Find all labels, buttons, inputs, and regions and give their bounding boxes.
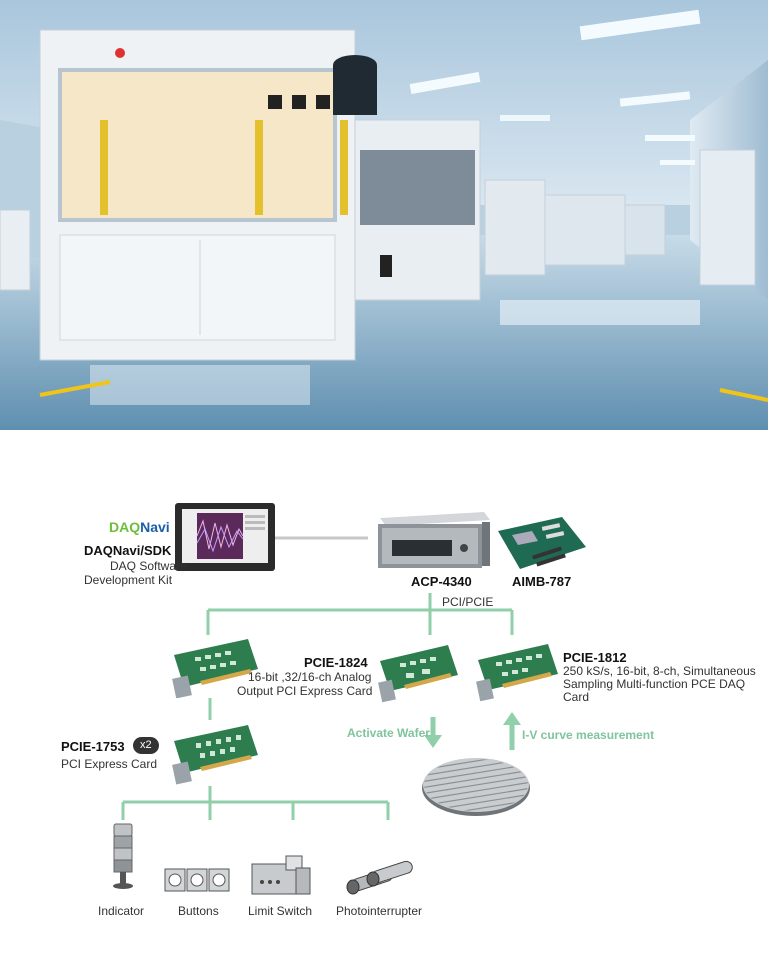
pcie-1824-line2: Output PCI Express Card — [237, 684, 373, 698]
daqnavi-line1: DAQ Software — [110, 559, 187, 573]
acp-4340-label: ACP-4340 — [411, 574, 472, 589]
card-pcie-1824 — [376, 641, 460, 708]
pcie-1753-qty-badge: x2 — [133, 737, 159, 754]
pcie-1812-line2: Sampling Multi-function PCE DAQ — [563, 677, 746, 691]
acp-4340-chassis — [372, 510, 492, 577]
pcie-1824-line1: 16-bit ,32/16-ch Analog — [248, 670, 372, 684]
buttons-icon — [163, 863, 231, 900]
buttons-label: Buttons — [178, 904, 219, 918]
iv-curve-label: I-V curve measurement — [522, 728, 655, 742]
pcie-1812-line1: 250 kS/s, 16-bit, 8-ch, Simultaneous — [563, 664, 756, 678]
cleanroom-illustration — [0, 0, 768, 430]
daqnavi-monitor — [175, 503, 275, 576]
limit-switch-label: Limit Switch — [248, 904, 313, 918]
activate-wafer-label: Activate Wafer — [347, 726, 430, 740]
daqnavi-logo: DAQNavi — [109, 519, 170, 535]
limit-switch-icon — [250, 852, 312, 901]
bus-label: PCI/PCIE — [442, 595, 494, 609]
aimb-787-label: AIMB-787 — [512, 574, 572, 589]
aimb-787-board — [492, 513, 588, 578]
pcie-1824-title: PCIE-1824 — [304, 655, 368, 670]
indicator-label: Indicator — [98, 904, 145, 918]
photointerrupter-label: Photointerrupter — [336, 904, 423, 918]
card-pcie-1812 — [474, 638, 560, 707]
card-pcie-1753 — [170, 719, 260, 790]
pcie-1812-line3: Card — [563, 690, 590, 704]
indicator-icon — [108, 822, 138, 897]
daqnavi-title: DAQNavi/SDK — [84, 543, 172, 558]
photointerrupter-icon — [343, 860, 419, 901]
cleanroom-photo — [0, 0, 768, 430]
pcie-1753-line1: PCI Express Card — [61, 757, 158, 771]
daqnavi-line2: Development Kit — [84, 573, 173, 587]
card-top-left — [170, 633, 260, 703]
connector-lines — [121, 536, 521, 820]
wafer — [420, 756, 532, 823]
pcie-1812-title: PCIE-1812 — [563, 650, 627, 665]
pcie-1753-title: PCIE-1753 — [61, 739, 125, 754]
